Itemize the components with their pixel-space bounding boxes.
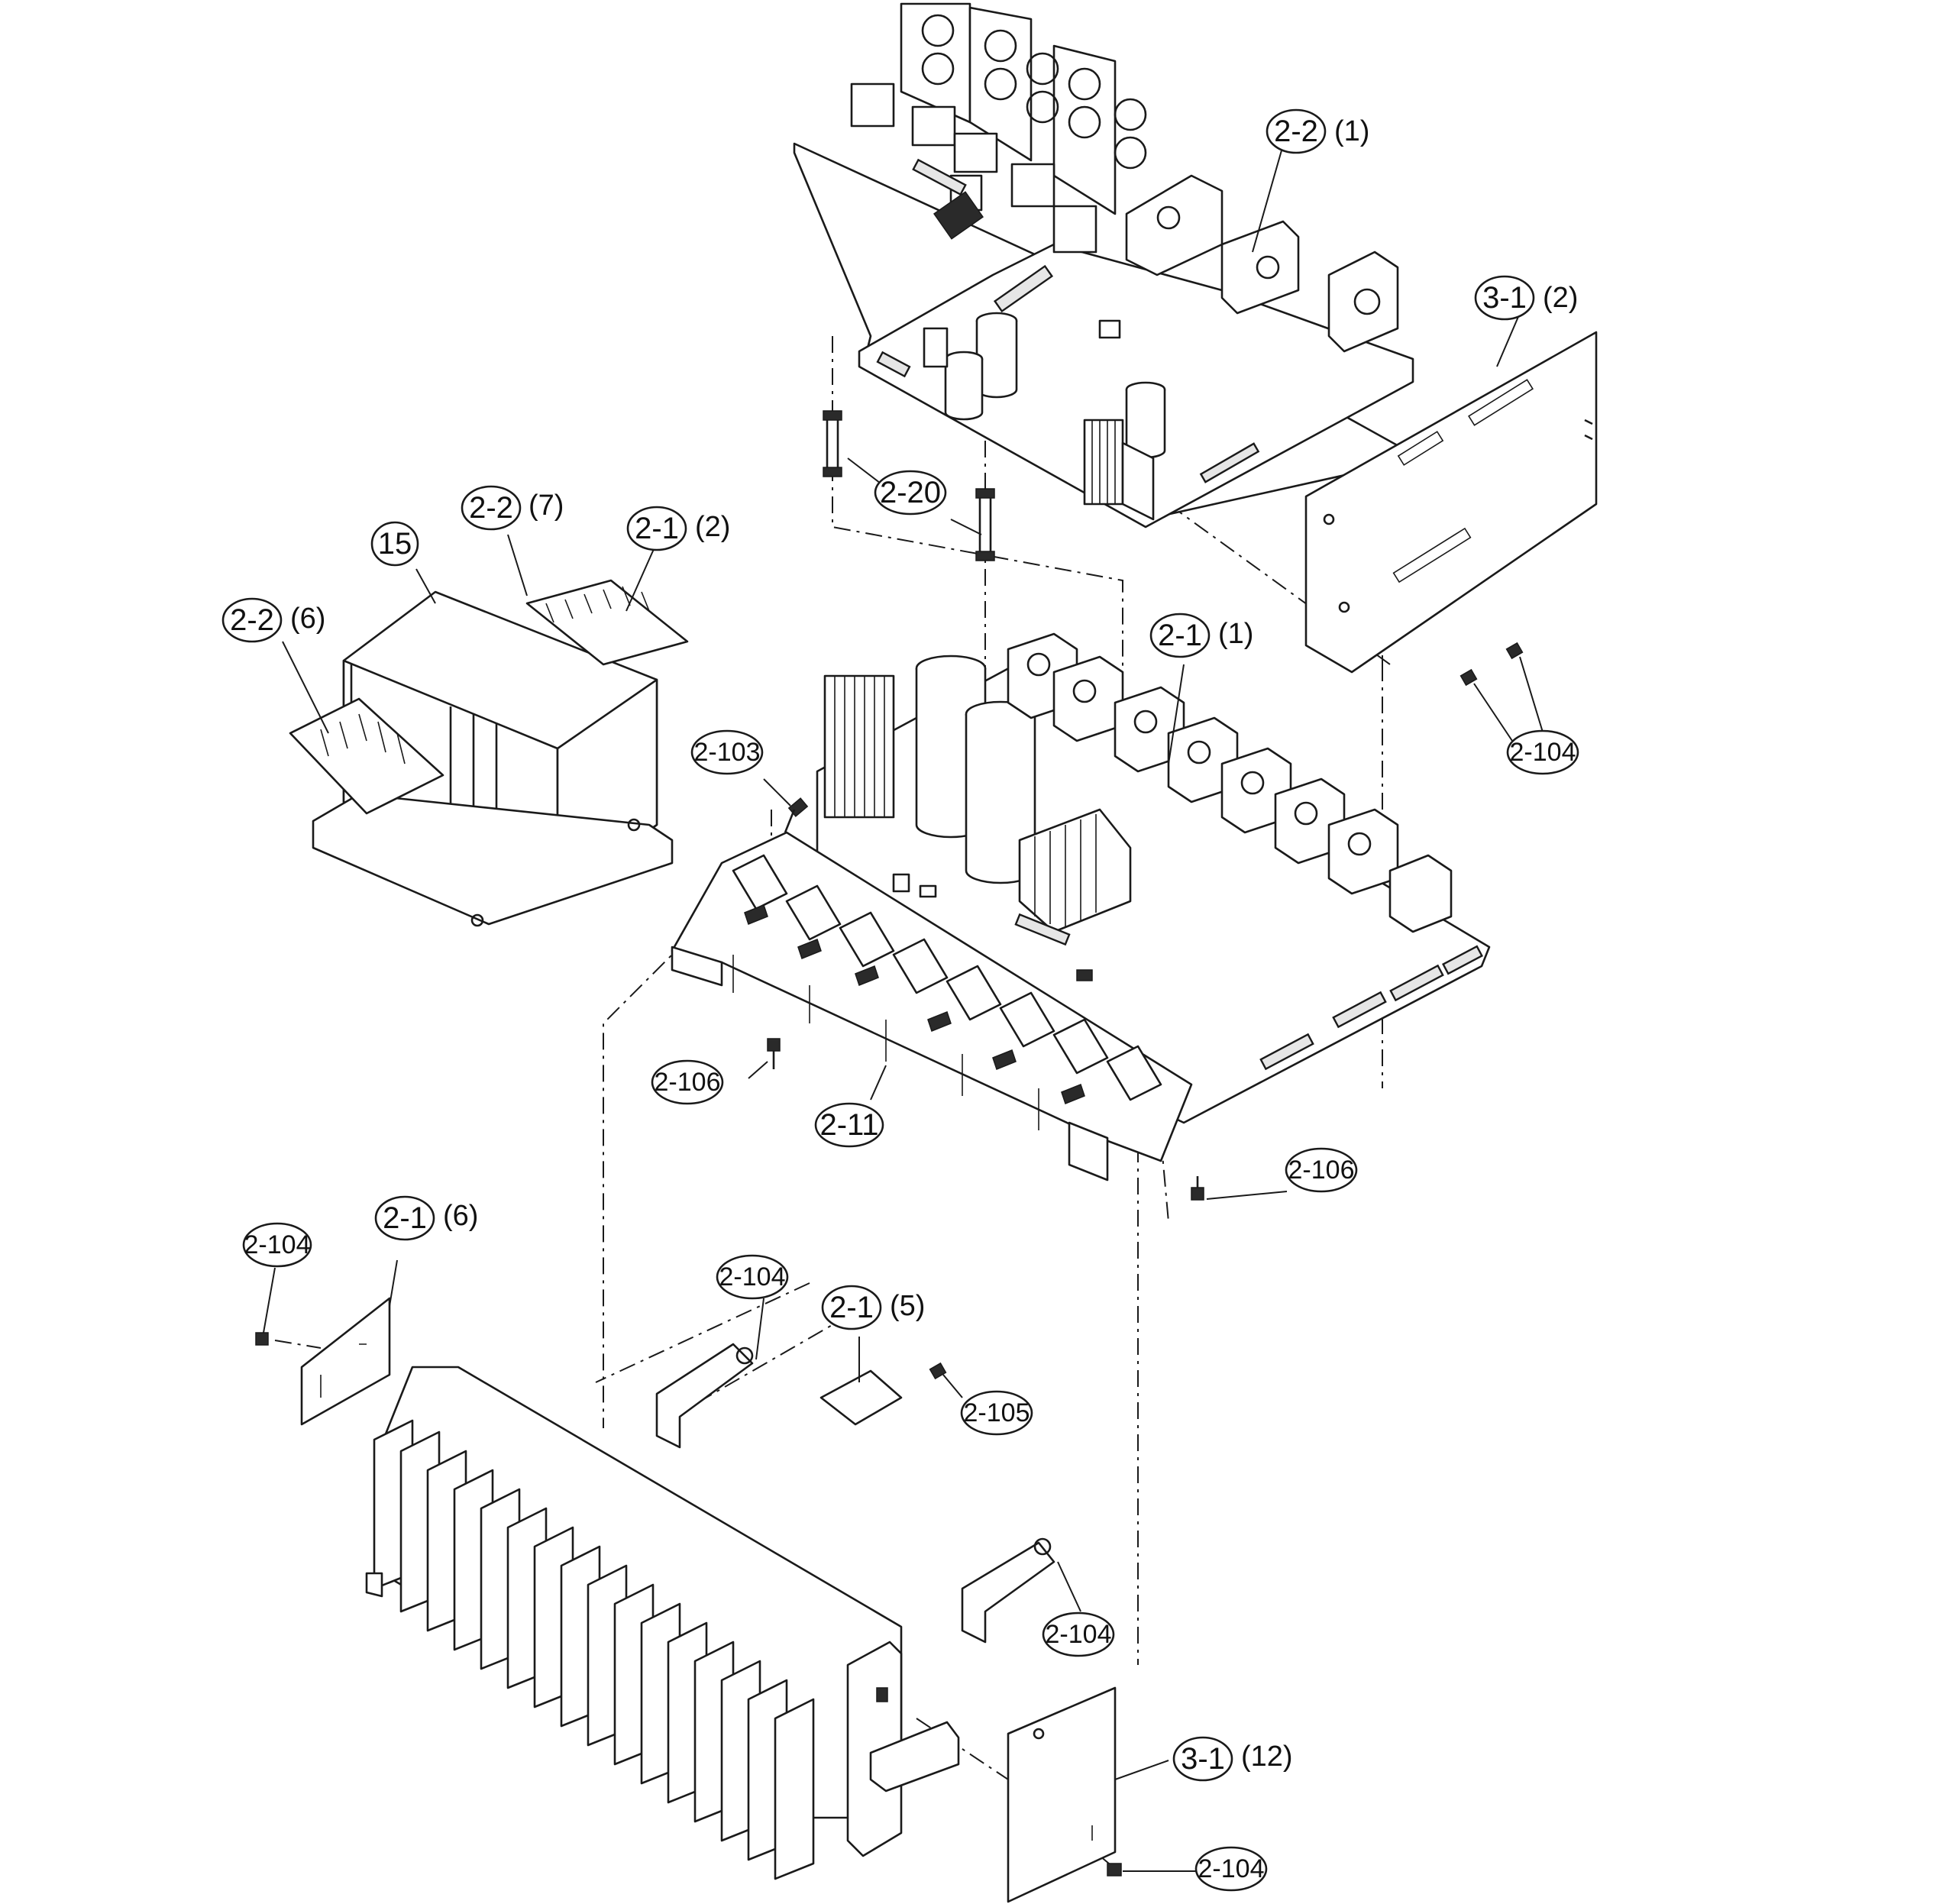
callout-ref: 2-2 [1274,115,1318,148]
callout-ref: 2-104 [719,1262,786,1291]
heatsink-fins [373,1419,815,1880]
callout-2-1-6: 2-1 (6) [374,1195,478,1241]
callout-2-1-5: 2-1 (5) [821,1285,925,1330]
callout-2-104-rear: 2-104 [1506,729,1579,775]
callout-ref: 2-104 [1198,1854,1265,1883]
callout-qty: (6) [443,1200,478,1232]
callout-2-20: 2-20 [874,470,947,516]
callout-2-106-left: 2-106 [651,1059,724,1105]
callout-qty: (2) [695,511,730,543]
callout-3-1-2: 3-1 (2) [1474,275,1578,321]
callout-ref: 3-1 [1482,281,1527,315]
upper-knob-group [921,14,1147,170]
output-transistors [732,854,1162,1104]
upper-circuit-board [793,2,1422,529]
callout-qty: (2) [1543,282,1578,314]
power-transformer [289,579,689,927]
callout-2-104-bracket: 2-104 [716,1254,789,1300]
callout-ref: 2-105 [964,1398,1030,1427]
rear-panel-board [1304,331,1598,674]
callout-ref: 2-104 [1046,1620,1112,1649]
callout-ref: 2-1 [635,512,679,545]
screw-2-105 [929,1362,947,1380]
main-heatsink [365,1366,960,1880]
screw-2-106-left [767,1038,781,1069]
screw-2-104-rear [1460,642,1524,687]
callout-2-2-1: 2-2 (1) [1266,108,1369,154]
side-sub-board [300,1297,391,1426]
callout-2-2-6: 2-2 (6) [221,597,325,643]
screw-2-106-right [1191,1176,1204,1201]
callout-ref: 2-104 [244,1230,311,1259]
callout-2-2-7: 2-2 (7) [461,485,564,531]
callout-qty: (6) [290,603,325,635]
callout-qty: (1) [1218,618,1253,650]
screws [255,642,1524,1877]
callout-qty: (12) [1241,1741,1293,1773]
callout-2-103: 2-103 [690,729,764,775]
callout-ref: 2-2 [230,603,274,637]
screw-2-103 [784,797,809,833]
transistor-bracket [671,831,1193,1182]
callout-ref: 2-1 [829,1291,874,1324]
pcb-standoffs [823,410,995,561]
callout-2-104-lower: 2-104 [1042,1611,1115,1657]
callout-2-104-side: 2-104 [242,1222,312,1268]
callout-ref: 2-11 [819,1108,878,1142]
callout-ref: 3-1 [1181,1742,1225,1776]
bottom-sub-board [1007,1686,1117,1903]
callout-ref: 2-104 [1510,738,1576,767]
callout-ref: 2-103 [694,738,761,767]
callout-2-1-1: 2-1 (1) [1149,613,1253,658]
callout-15: 15 [370,521,419,567]
callout-ref: 2-1 [1158,619,1202,652]
callout-ref: 2-20 [880,476,941,509]
callout-ref: 2-2 [469,491,513,525]
callout-qty: (7) [529,490,564,522]
small-sub-board [819,1369,903,1426]
callout-3-1-12: 3-1 (12) [1172,1736,1293,1782]
mounting-brackets [655,1343,1055,1644]
callout-qty: (5) [890,1290,925,1322]
screw-2-104-side [255,1332,269,1346]
callout-ref: 2-106 [1288,1156,1355,1185]
callout-2-1-2: 2-1 (2) [626,506,730,551]
callout-2-105: 2-105 [960,1390,1033,1436]
callout-ref: 15 [378,527,412,561]
callout-qty: (1) [1334,115,1369,147]
callout-2-104-bottom: 2-104 [1194,1846,1268,1892]
screw-2-104-bottom [1107,1863,1122,1877]
callout-ref: 2-106 [655,1068,721,1097]
callout-ref: 2-1 [383,1201,427,1235]
callout-2-106-right: 2-106 [1285,1147,1358,1193]
callout-2-11: 2-11 [814,1102,884,1148]
main-board-jack-row [1007,632,1399,895]
